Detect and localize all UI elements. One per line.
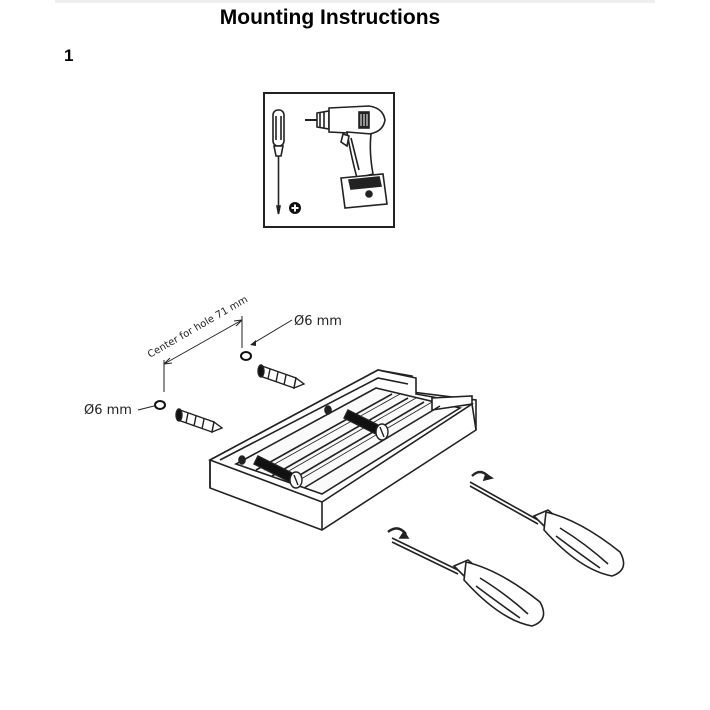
tools-panel xyxy=(263,92,395,228)
wall-hole-top xyxy=(240,351,252,361)
holder-tray xyxy=(208,369,477,531)
leader-line-left xyxy=(137,405,155,411)
step-number: 1 xyxy=(64,46,74,65)
drill-icon xyxy=(305,105,388,209)
dimension-line xyxy=(163,316,243,392)
hole-diameter-top-label: Ø6 mm xyxy=(294,314,342,329)
wall-plug-left xyxy=(175,408,224,434)
screwdriver-left xyxy=(387,527,545,627)
wall-plug-top xyxy=(257,364,306,390)
wall-hole-left xyxy=(154,400,166,410)
screwdriver-icon xyxy=(272,109,285,215)
tools-illustration xyxy=(272,105,388,215)
center-distance-label: Center for hole 71 mm xyxy=(146,294,250,360)
hole-diameter-left-label: Ø6 mm xyxy=(84,403,132,418)
assembly-illustration: Center for hole 71 mm Ø6 mm Ø6 mm xyxy=(60,270,650,645)
screw-upper xyxy=(343,409,389,441)
screw-lower xyxy=(253,455,303,489)
arrowhead-top xyxy=(250,340,256,346)
plus-icon xyxy=(289,202,301,214)
assembly-drawing: Center for hole 71 mm Ø6 mm Ø6 mm xyxy=(84,294,625,627)
screwdriver-right xyxy=(469,470,625,577)
page-title: Mounting Instructions xyxy=(219,6,441,29)
top-divider xyxy=(55,0,655,3)
leader-line-top xyxy=(251,319,293,345)
